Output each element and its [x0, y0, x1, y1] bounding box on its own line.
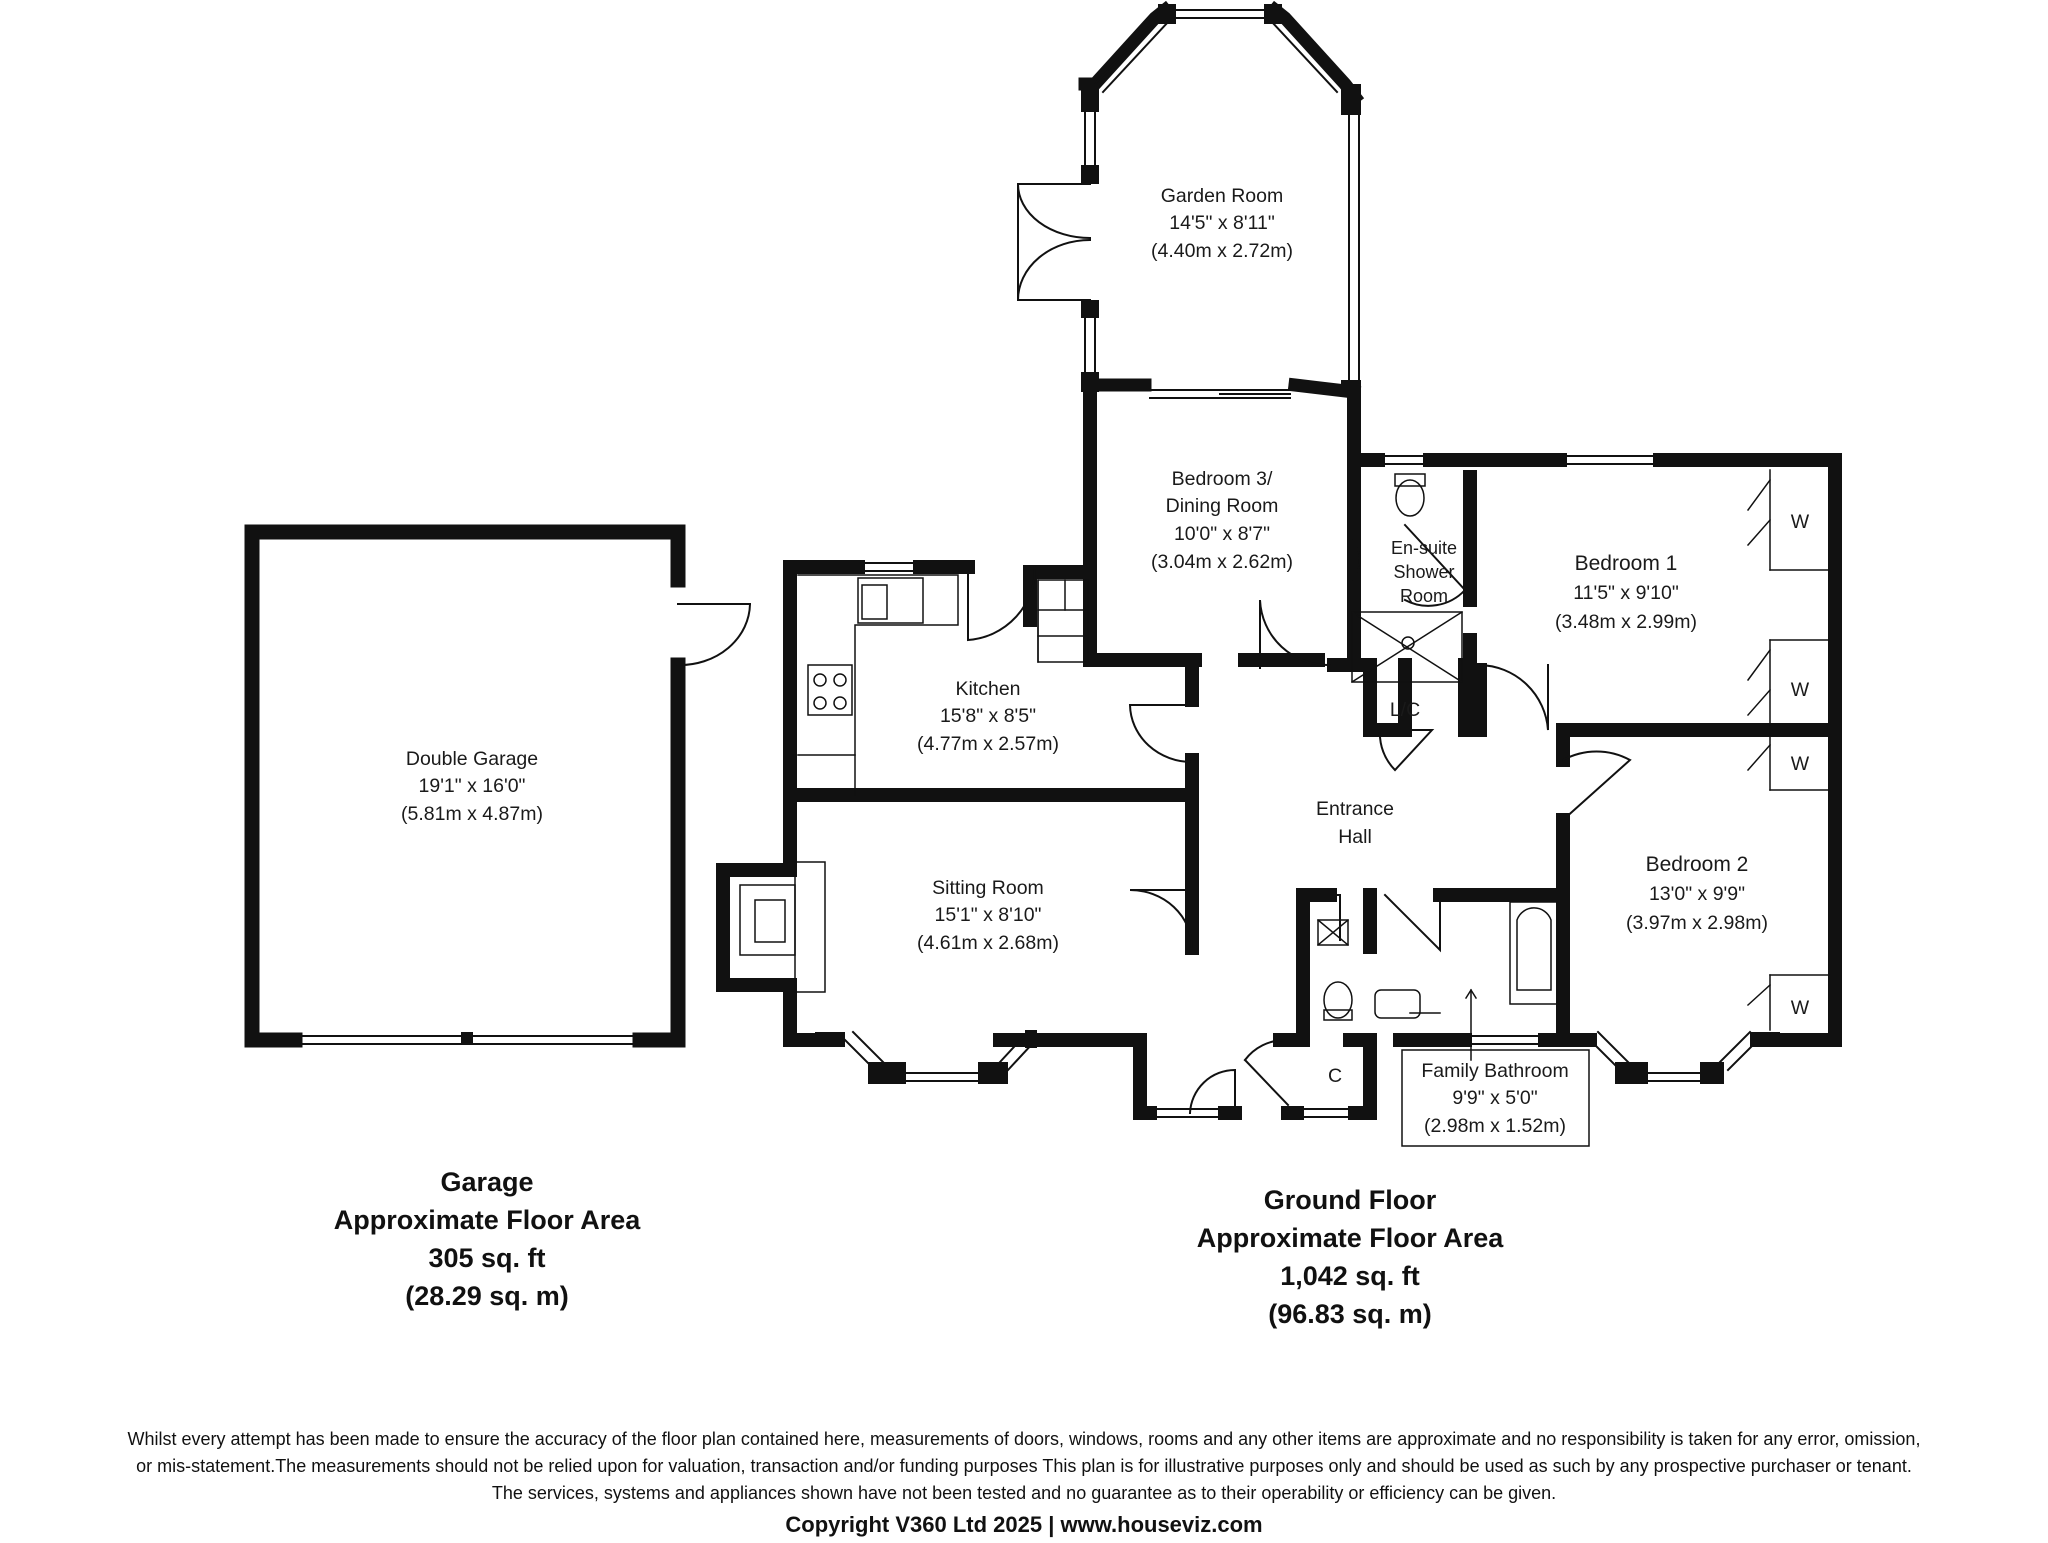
- garden-room-glazing: [1016, 9, 1360, 399]
- porch-window: [1149, 1035, 1546, 1118]
- garage-area-summary: Garage Approximate Floor Area 305 sq. ft…: [287, 1163, 687, 1315]
- bedroom3-name-1: Bedroom 3/: [1172, 468, 1273, 490]
- disclaimer-line-3: The services, systems and appliances sho…: [491, 1483, 1557, 1503]
- kitchen-imperial: 15'8" x 8'5": [940, 705, 1036, 727]
- garage-area-sqm: (28.29 sq. m): [405, 1281, 569, 1311]
- bedroom3-imperial: 10'0" x 8'7": [1174, 523, 1270, 545]
- sitting-room-imperial: 15'1" x 8'10": [935, 904, 1042, 926]
- lc-label: L/C: [1390, 699, 1420, 721]
- wardrobe-label-1: W: [1791, 511, 1810, 533]
- ground-floor-area-sqm: (96.83 sq. m): [1268, 1299, 1432, 1329]
- floor-plan: Garden Room 14'5" x 8'11" (4.40m x 2.72m…: [244, 0, 1842, 1147]
- garage-area-sqft: 305 sq. ft: [428, 1243, 546, 1273]
- entrance-hall-2: Hall: [1338, 826, 1372, 848]
- garden-room-metric: (4.40m x 2.72m): [1151, 240, 1293, 262]
- ensuite-label-1: En-suite: [1391, 538, 1457, 558]
- double-garage-imperial: 19'1" x 16'0": [419, 775, 526, 797]
- bedroom2-imperial: 13'0" x 9'9": [1649, 883, 1745, 905]
- double-garage-name: Double Garage: [406, 748, 538, 770]
- doors: [967, 565, 1632, 1115]
- bedroom1-metric: (3.48m x 2.99m): [1555, 611, 1697, 633]
- top-windows: [292, 455, 1661, 1037]
- family-bathroom-name: Family Bathroom: [1421, 1060, 1568, 1082]
- sitting-room-metric: (4.61m x 2.68m): [917, 932, 1059, 954]
- garage-area-title: Garage: [440, 1167, 534, 1197]
- bedroom2-metric: (3.97m x 2.98m): [1626, 912, 1768, 934]
- copyright-notice: Copyright V360 Ltd 2025 | www.houseviz.c…: [785, 1512, 1263, 1537]
- kitchen-metric: (4.77m x 2.57m): [917, 733, 1059, 755]
- garage-walls: [244, 524, 686, 1048]
- wardrobe-label-3: W: [1791, 753, 1810, 775]
- ground-floor-area-label: Approximate Floor Area: [1196, 1223, 1504, 1253]
- bedroom3-metric: (3.04m x 2.62m): [1151, 551, 1293, 573]
- sitting-room-name: Sitting Room: [932, 877, 1044, 899]
- family-bathroom-metric: (2.98m x 1.52m): [1424, 1115, 1566, 1137]
- double-garage-metric: (5.81m x 4.87m): [401, 803, 543, 825]
- garden-room-imperial: 14'5" x 8'11": [1169, 212, 1275, 234]
- bedroom3-name-2: Dining Room: [1166, 495, 1279, 517]
- fittings: [739, 469, 1829, 1147]
- ground-floor-area-sqft: 1,042 sq. ft: [1280, 1261, 1420, 1291]
- bedroom1-imperial: 11'5" x 9'10": [1573, 582, 1679, 604]
- kitchen-name: Kitchen: [955, 678, 1020, 700]
- garden-room-walls: [1078, 0, 1365, 467]
- entrance-hall-1: Entrance: [1316, 798, 1394, 820]
- ensuite-door: [1403, 523, 1467, 607]
- room-labels: Garden Room 14'5" x 8'11" (4.40m x 2.72m…: [401, 185, 1810, 1137]
- disclaimer: Whilst every attempt has been made to en…: [0, 1426, 2048, 1507]
- bedroom2-name: Bedroom 2: [1646, 853, 1749, 876]
- ensuite-label-3: Room: [1400, 586, 1448, 606]
- disclaimer-line-1: Whilst every attempt has been made to en…: [127, 1429, 1921, 1449]
- garage-door: [294, 602, 752, 1045]
- family-bathroom-imperial: 9'9" x 5'0": [1452, 1087, 1537, 1109]
- wardrobe-label-2: W: [1791, 679, 1810, 701]
- house-walls: [716, 385, 1842, 1120]
- disclaimer-line-2: or mis-statement.The measurements should…: [136, 1456, 1912, 1476]
- garden-room-name: Garden Room: [1161, 185, 1283, 207]
- ground-floor-area-summary: Ground Floor Approximate Floor Area 1,04…: [1150, 1181, 1550, 1333]
- wardrobe-label-4: W: [1791, 997, 1810, 1019]
- garage-area-label: Approximate Floor Area: [333, 1205, 641, 1235]
- bedroom1-name: Bedroom 1: [1575, 552, 1678, 575]
- ensuite-label-2: Shower: [1393, 562, 1454, 582]
- cupboard-label: C: [1328, 1065, 1342, 1087]
- ground-floor-area-title: Ground Floor: [1263, 1185, 1437, 1215]
